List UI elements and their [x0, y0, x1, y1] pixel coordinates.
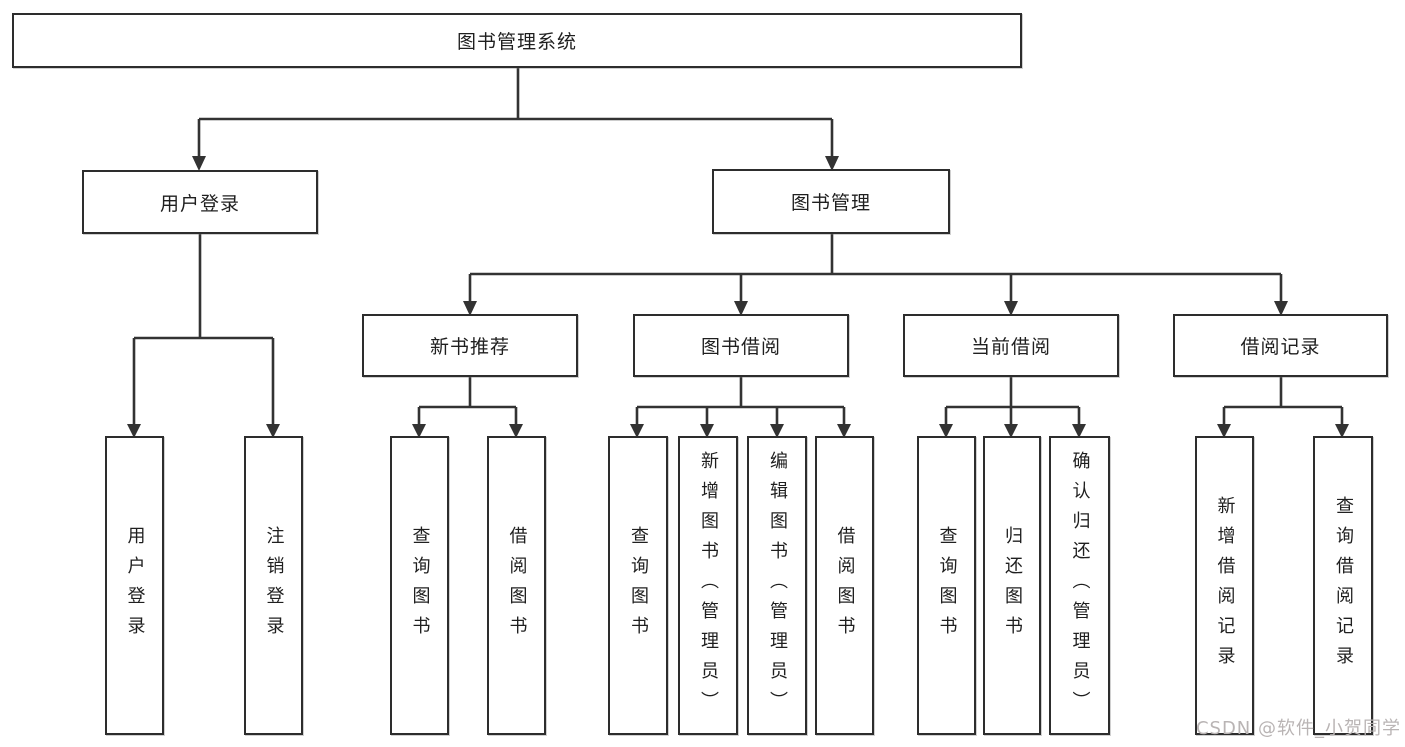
leaf-confirm-return-admin-label: 确认归还（管理员）	[1069, 450, 1091, 721]
node-current-borrowing-label: 当前借阅	[970, 336, 1051, 358]
node-library-management-system: 图书管理系统	[12, 13, 1022, 68]
leaf-query-borrow-record-label: 查询借阅记录	[1333, 495, 1354, 676]
node-book-management: 图书管理	[712, 169, 950, 234]
leaf-user-login: 用户登录	[105, 436, 164, 735]
leaf-user-login-label: 用户登录	[124, 525, 146, 646]
leaf-query-books-current-label: 查询图书	[936, 525, 958, 646]
leaf-query-books-recommend: 查询图书	[390, 436, 449, 735]
leaf-borrow-books-recommend: 借阅图书	[487, 436, 546, 735]
leaf-query-books-current: 查询图书	[917, 436, 976, 735]
leaf-borrow-books-recommend-label: 借阅图书	[506, 525, 528, 646]
node-borrowing-records: 借阅记录	[1173, 314, 1388, 377]
leaf-query-books-borrow: 查询图书	[608, 436, 668, 735]
leaf-confirm-return-admin: 确认归还（管理员）	[1049, 436, 1110, 735]
node-book-management-label: 图书管理	[790, 192, 871, 214]
node-current-borrowing: 当前借阅	[903, 314, 1119, 377]
leaf-edit-book-admin: 编辑图书（管理员）	[747, 436, 807, 735]
leaf-logout-label: 注销登录	[263, 525, 285, 646]
leaf-add-borrow-record: 新增借阅记录	[1195, 436, 1254, 735]
node-user-login: 用户登录	[82, 170, 318, 234]
node-borrowing-records-label: 借阅记录	[1240, 336, 1321, 358]
leaf-return-book: 归还图书	[983, 436, 1041, 735]
node-book-borrowing: 图书借阅	[633, 314, 849, 377]
leaf-add-book-admin: 新增图书（管理员）	[678, 436, 738, 735]
leaf-query-books-recommend-label: 查询图书	[409, 525, 431, 646]
csdn-watermark: CSDN @软件_小贺同学	[1195, 718, 1401, 739]
leaf-borrow-books-label: 借阅图书	[834, 525, 856, 646]
leaf-add-borrow-record-label: 新增借阅记录	[1214, 495, 1236, 676]
node-user-login-label: 用户登录	[159, 192, 240, 215]
node-book-borrowing-label: 图书借阅	[700, 336, 781, 358]
leaf-return-book-label: 归还图书	[1002, 525, 1023, 646]
node-library-management-system-label: 图书管理系统	[456, 31, 577, 53]
node-new-book-recommendation: 新书推荐	[362, 314, 578, 377]
leaf-borrow-books: 借阅图书	[815, 436, 874, 735]
leaf-logout: 注销登录	[244, 436, 303, 735]
leaf-query-borrow-record: 查询借阅记录	[1313, 436, 1373, 735]
leaf-edit-book-admin-label: 编辑图书（管理员）	[767, 450, 788, 721]
leaf-query-books-borrow-label: 查询图书	[628, 525, 649, 646]
node-new-book-recommendation-label: 新书推荐	[429, 336, 510, 358]
leaf-add-book-admin-label: 新增图书（管理员）	[698, 450, 719, 721]
